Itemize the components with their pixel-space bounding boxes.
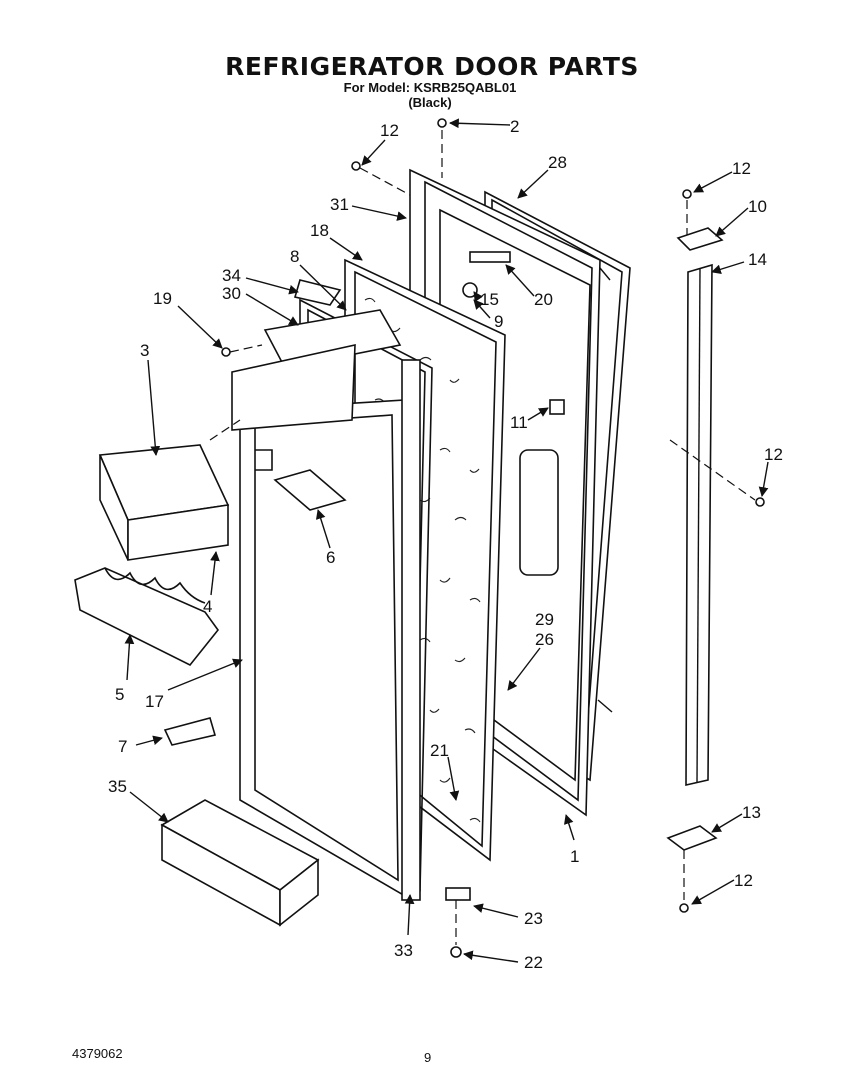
callout-21: 21 (430, 741, 449, 760)
callout-30: 30 (222, 284, 241, 303)
handle-bracket-part-13 (666, 825, 718, 851)
callout-19: 19 (153, 289, 172, 308)
bottle-rack-part-5 (74, 567, 220, 667)
clip-part-7 (163, 717, 217, 746)
callout-1: 1 (570, 847, 579, 866)
callout-35: 35 (108, 777, 127, 796)
door-panel-part-29 (519, 449, 559, 576)
callout-7: 7 (118, 737, 127, 756)
callout-34: 34 (222, 266, 241, 285)
callout-22: 22 (524, 953, 543, 972)
callout-13: 13 (742, 803, 761, 822)
small-bin-part-6 (273, 469, 347, 511)
callout-12-top: 12 (380, 121, 399, 140)
clip-part-11 (549, 399, 565, 415)
callout-31: 31 (330, 195, 349, 214)
callout-17: 17 (145, 692, 164, 711)
callout-11: 11 (510, 413, 528, 432)
callout-29: 29 (535, 610, 554, 629)
callout-labels: 12 2 28 31 18 8 34 30 19 3 15 20 9 11 29… (108, 117, 783, 972)
callout-8: 8 (290, 247, 299, 266)
callout-14: 14 (748, 250, 767, 269)
door-handle-part-14 (685, 263, 713, 787)
callout-12-right-mid: 12 (764, 445, 783, 464)
callout-20: 20 (534, 290, 553, 309)
callout-18: 18 (310, 221, 329, 240)
handle-bracket-part-10 (676, 227, 724, 251)
callout-26: 26 (535, 630, 554, 649)
callout-23: 23 (524, 909, 543, 928)
plug-part-15 (462, 282, 478, 298)
hinge-bracket-part-20 (469, 251, 511, 263)
callout-5: 5 (115, 685, 124, 704)
callout-2: 2 (510, 117, 519, 136)
callout-4: 4 (203, 597, 212, 616)
hinge-part-23 (445, 887, 471, 901)
page-title: REFRIGERATOR DOOR PARTS (225, 52, 639, 81)
callout-9: 9 (494, 312, 503, 331)
leader-lines (124, 118, 769, 963)
callout-3: 3 (140, 341, 149, 360)
dispenser-housing-part-3 (98, 444, 230, 561)
trim-strip-part-33 (401, 359, 421, 901)
callout-28: 28 (548, 153, 567, 172)
callout-33: 33 (394, 941, 413, 960)
alignment-lines (209, 130, 756, 945)
model-line: For Model: KSRB25QABL01 (343, 80, 517, 95)
callout-10: 10 (748, 197, 767, 216)
page-number: 9 (424, 1050, 432, 1065)
inner-door-liner-frame (239, 399, 413, 902)
callout-15: 15 (480, 290, 499, 309)
door-bin-part-35 (160, 799, 320, 927)
callout-6: 6 (326, 548, 335, 567)
callout-12-right-top: 12 (732, 159, 751, 178)
color-line: (Black) (408, 95, 452, 110)
callout-12-right-bottom: 12 (734, 871, 753, 890)
document-number: 4379062 (72, 1046, 123, 1061)
